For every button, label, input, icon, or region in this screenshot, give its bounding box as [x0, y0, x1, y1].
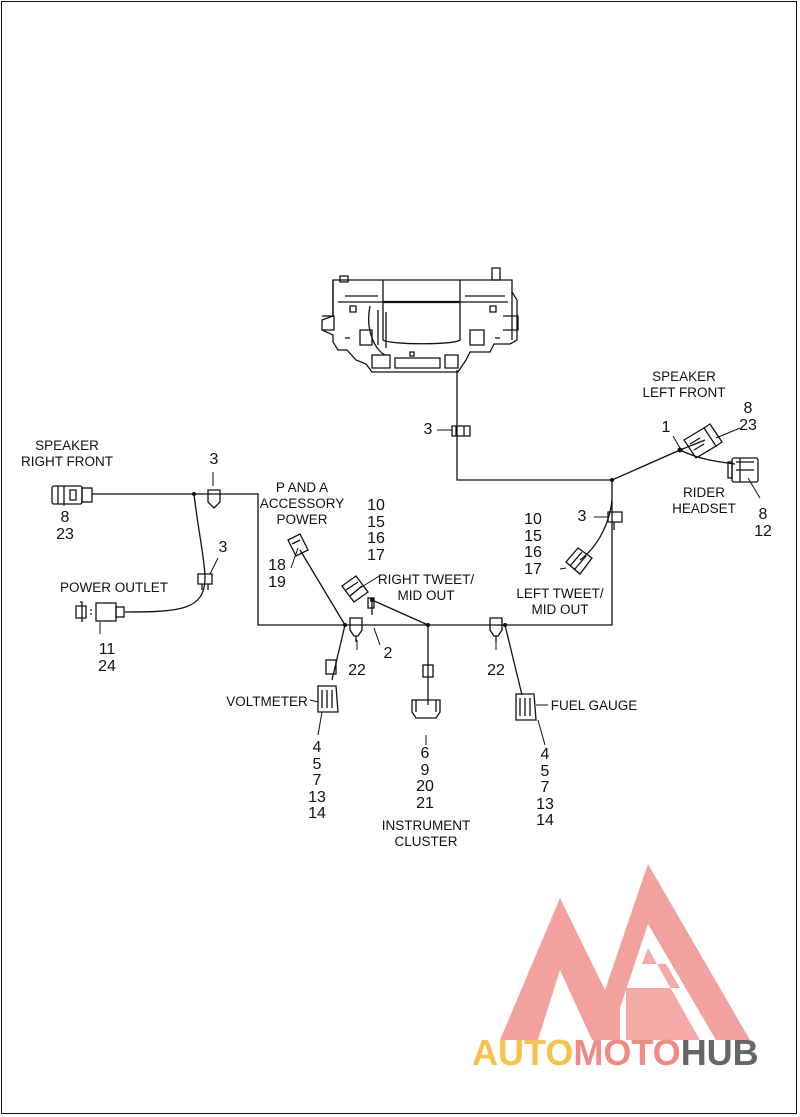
- clip-22-left: [349, 617, 363, 642]
- clip-right-front: [207, 489, 221, 509]
- fairing-bracket: [321, 267, 519, 373]
- connector-fuel-gauge: [515, 693, 537, 721]
- label-right-tweet: RIGHT TWEET/MID OUT: [377, 572, 475, 603]
- callout-left-front-1: 1: [661, 419, 671, 436]
- callout-top-clip: 3: [423, 421, 433, 438]
- label-left-tweet: LEFT TWEET/MID OUT: [516, 586, 604, 617]
- harness-wires: [92, 370, 736, 705]
- connector-speaker-right-front: [51, 485, 93, 505]
- connector-instrument-cluster: [411, 664, 441, 719]
- junction-dots: [192, 447, 683, 627]
- watermark-text: AUTOMOTOHUB: [472, 1032, 759, 1073]
- watermark-logo-icon: [500, 864, 750, 1040]
- label-power-outlet: POWER OUTLET: [59, 580, 168, 595]
- connector-power-outlet: [75, 601, 125, 622]
- clip-left-tweet: [607, 511, 623, 530]
- connector-pa-power: [287, 533, 309, 557]
- connector-voltmeter: [317, 659, 339, 713]
- label-voltmeter: VOLTMETER: [226, 694, 308, 709]
- callout-outlet-clip: 3: [218, 539, 228, 556]
- connector-left-front: [683, 423, 723, 459]
- connector-left-tweet: [565, 547, 593, 575]
- label-fuel-gauge: FUEL GAUGE: [550, 698, 638, 713]
- clip-top: [451, 425, 471, 437]
- connector-rider-headset: [727, 457, 759, 483]
- clip-outlet: [197, 573, 213, 590]
- callout-left-clip: 3: [577, 508, 587, 525]
- callout-clip-22-right: 22: [487, 662, 505, 679]
- connector-right-tweet: [341, 575, 375, 609]
- callout-right-tweet-2: 2: [383, 645, 393, 662]
- callout-right-front-clip: 3: [209, 451, 219, 468]
- clip-22-right: [489, 617, 503, 642]
- callout-clip-22-left: 22: [348, 662, 366, 679]
